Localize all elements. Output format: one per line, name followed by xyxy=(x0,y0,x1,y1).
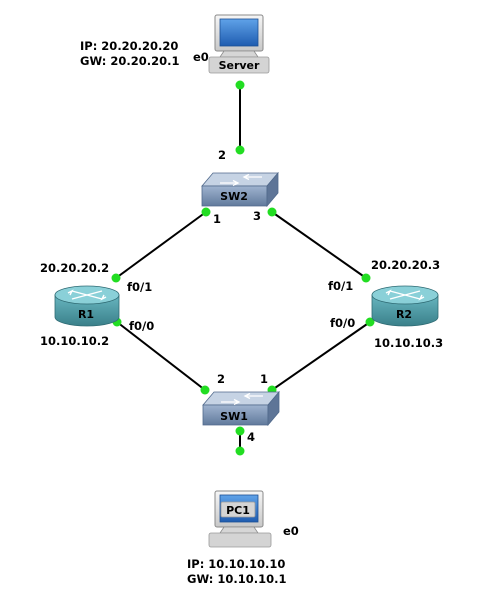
node-pc1[interactable]: PC1 xyxy=(208,490,272,548)
pc1-name: PC1 xyxy=(226,504,250,517)
port-dot-sw1-4[interactable] xyxy=(235,426,245,436)
port-dot-sw2-1[interactable] xyxy=(201,207,211,217)
computer-icon: PC1 xyxy=(208,490,272,548)
link-sw2-r1[interactable] xyxy=(115,211,207,279)
r1-name: R1 xyxy=(78,308,94,321)
port-label-sw1-4: 4 xyxy=(247,430,255,444)
port-dot-sw2-3[interactable] xyxy=(267,207,277,217)
port-dot-server-e0[interactable] xyxy=(235,80,245,90)
node-server[interactable]: Server xyxy=(208,14,270,74)
port-dot-r2-f0-1[interactable] xyxy=(361,273,371,283)
server-gw: GW: 20.20.20.1 xyxy=(80,54,180,68)
port-label-sw2-2: 2 xyxy=(218,148,226,162)
link-r2-sw1[interactable] xyxy=(271,321,371,391)
port-dot-r2-f0-0[interactable] xyxy=(365,317,375,327)
port-label-sw1-2: 2 xyxy=(217,372,225,386)
port-labels: 2 1 3 f0/1 f0/0 f0/1 f0/0 2 1 4 xyxy=(127,148,355,444)
port-dot-pc1-e0[interactable] xyxy=(235,446,245,456)
node-sw2[interactable]: SW2 xyxy=(201,171,279,208)
node-sw1[interactable]: SW1 xyxy=(202,390,280,427)
r2-ip-bottom: 10.10.10.3 xyxy=(374,336,443,350)
port-label-sw2-1: 1 xyxy=(213,212,221,226)
switch-icon: SW1 xyxy=(202,390,280,427)
port-label-r1-f0-0: f0/0 xyxy=(129,319,154,333)
node-r2[interactable]: R2 xyxy=(371,285,439,327)
pc1-iface-label: e0 xyxy=(283,524,299,538)
port-dot-sw1-2[interactable] xyxy=(200,385,210,395)
port-label-sw2-3: 3 xyxy=(253,209,261,223)
server-iface-label: e0 xyxy=(193,50,209,64)
r2-name: R2 xyxy=(396,308,412,321)
sw2-name: SW2 xyxy=(220,190,248,203)
port-dot-r1-f0-1[interactable] xyxy=(111,273,121,283)
router-icon: R1 xyxy=(54,285,120,327)
r1-ip-top: 20.20.20.2 xyxy=(40,261,109,275)
pc1-gw: GW: 10.10.10.1 xyxy=(187,572,287,586)
switch-icon: SW2 xyxy=(201,171,279,208)
port-dot-sw2-2[interactable] xyxy=(235,145,245,155)
port-label-sw1-1: 1 xyxy=(260,372,268,386)
router-icon: R2 xyxy=(371,285,439,327)
port-label-r2-f0-1: f0/1 xyxy=(328,279,353,293)
computer-icon: Server xyxy=(208,14,270,74)
port-dots xyxy=(111,80,375,456)
sw1-name: SW1 xyxy=(220,410,248,423)
pc1-ip: IP: 10.10.10.10 xyxy=(187,557,285,571)
port-label-r2-f0-0: f0/0 xyxy=(330,316,355,330)
r2-ip-top: 20.20.20.3 xyxy=(371,258,440,272)
link-sw2-r2[interactable] xyxy=(271,211,367,279)
port-label-r1-f0-1: f0/1 xyxy=(127,280,152,294)
server-name: Server xyxy=(219,59,260,72)
link-r1-sw1[interactable] xyxy=(116,321,206,391)
r1-ip-bottom: 10.10.10.2 xyxy=(40,334,109,348)
node-r1[interactable]: R1 xyxy=(54,285,120,327)
server-ip: IP: 20.20.20.20 xyxy=(80,39,178,53)
